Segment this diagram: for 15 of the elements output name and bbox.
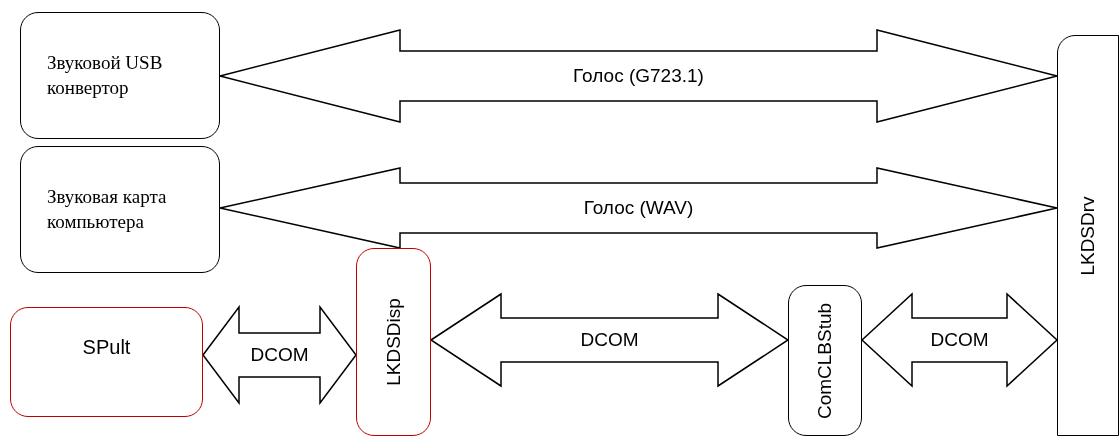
node-label: Звуковой USB конвертор: [46, 50, 164, 100]
node-label: ComCLBStub: [814, 302, 836, 419]
double-arrow: [219, 29, 1058, 123]
component-box: [356, 248, 431, 436]
rounded-box: [20, 12, 220, 139]
node-label: LKDSDrv: [1077, 195, 1099, 276]
component-box: [1057, 35, 1119, 436]
node-label: SPult: [81, 336, 132, 359]
node-label: LKDSDisp: [382, 298, 405, 386]
double-arrow: [429, 292, 790, 388]
component-box: [788, 285, 862, 436]
rounded-box: [20, 146, 220, 273]
node-label: Звуковая карта компьютера: [46, 184, 167, 234]
rounded-box: [10, 307, 203, 417]
double-arrow: [219, 167, 1058, 249]
